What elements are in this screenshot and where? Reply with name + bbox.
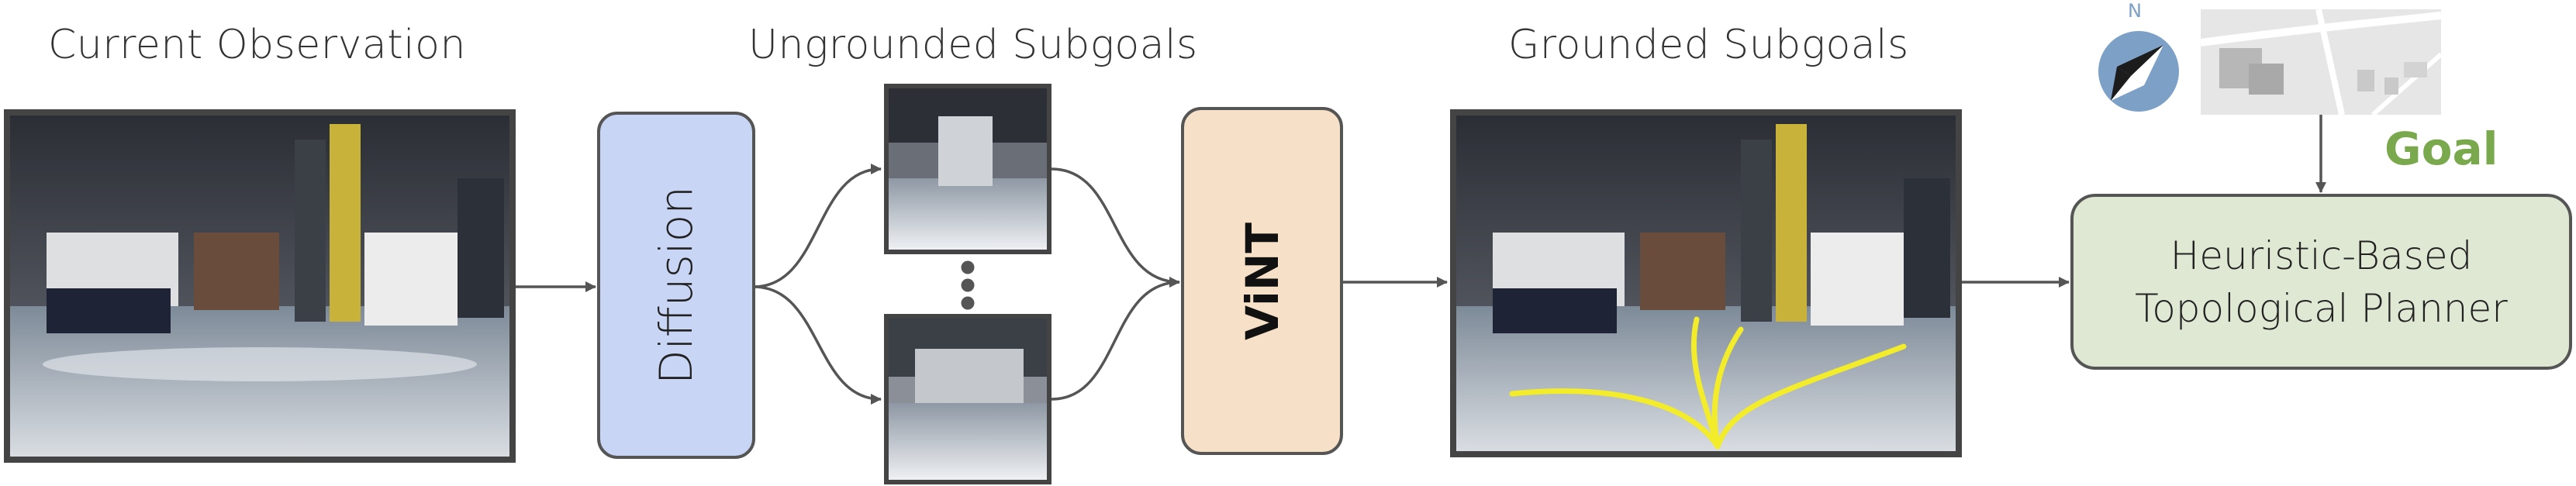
arrow-subgoal-bottom-to-vint xyxy=(1051,277,1180,401)
ungrounded-subgoal-image-top xyxy=(884,84,1051,254)
ungrounded-subgoals-label: Ungrounded Subgoals xyxy=(748,22,1198,68)
map-icon xyxy=(2200,9,2443,117)
arrow-subgoal-top-to-vint xyxy=(1051,167,1180,284)
planner-label-line1: Heuristic-Based xyxy=(2170,233,2473,278)
current-observation-image xyxy=(4,109,516,463)
flow-arrows xyxy=(516,115,2326,405)
grounded-subgoals-image xyxy=(1450,109,1962,457)
diffusion-label: Diffusion xyxy=(650,185,703,385)
ungrounded-subgoal-image-bottom xyxy=(884,314,1051,484)
planner-box-label-wrap: Heuristic-Based Topological Planner xyxy=(2072,195,2571,368)
arrow-diffusion-to-subgoal-bottom xyxy=(753,285,882,405)
current-observation-label: Current Observation xyxy=(48,22,466,68)
vint-box-label-wrap: ViNT xyxy=(1183,109,1342,453)
grounded-subgoals-label: Grounded Subgoals xyxy=(1508,22,1909,68)
predicted-trajectories xyxy=(1509,316,1907,450)
diffusion-box-label-wrap: Diffusion xyxy=(599,113,754,457)
goal-label: Goal xyxy=(2384,122,2498,175)
vint-label: ViNT xyxy=(1235,222,1289,340)
ellipsis-dots-icon xyxy=(961,260,975,310)
compass-north-letter: N xyxy=(2128,0,2142,22)
diffusion-box xyxy=(597,112,755,459)
arrow-diffusion-to-subgoal-top xyxy=(753,164,882,288)
compass-icon xyxy=(2098,31,2179,112)
planner-box xyxy=(2070,194,2572,370)
planner-label-line2: Topological Planner xyxy=(2135,285,2508,331)
